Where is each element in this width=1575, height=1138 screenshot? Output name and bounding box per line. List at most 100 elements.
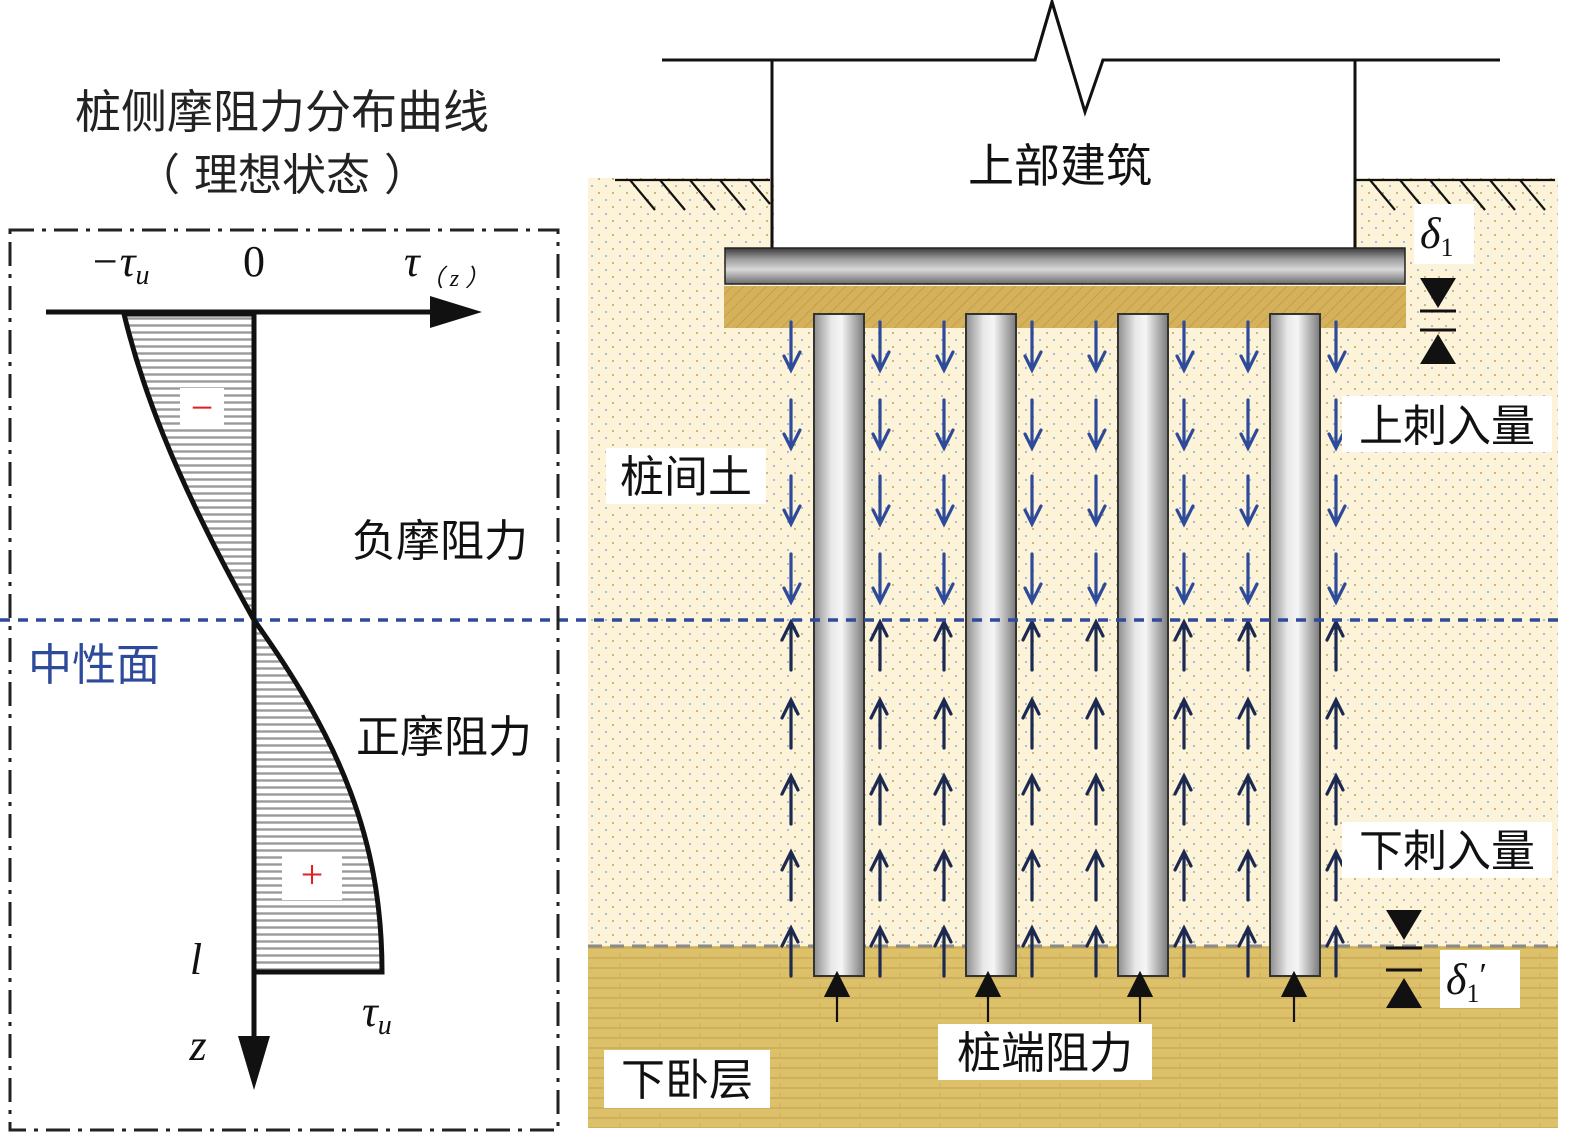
down-friction-arrow-2-6 (1239, 474, 1259, 528)
up-friction-arrow-1-1 (869, 696, 889, 750)
depth-l-label: l (190, 935, 202, 984)
up-friction-arrow-3-1 (869, 848, 889, 902)
ground-hatch-left (615, 178, 771, 211)
positive-friction-area (251, 612, 385, 975)
up-friction-arrow-1-7 (1325, 696, 1345, 750)
axis-zero-label: 0 (243, 237, 265, 286)
up-friction-arrow-4-2 (933, 924, 953, 978)
left-title-line1: 桩侧摩阻力分布曲线 (75, 85, 489, 139)
down-friction-arrow-3-7 (1327, 552, 1347, 606)
up-friction-arrow-4-1 (869, 924, 889, 978)
down-friction-arrow-0-0 (782, 320, 802, 374)
z-axis-arrowhead (238, 1036, 270, 1090)
up-friction-arrow-4-0 (780, 924, 800, 978)
pile-4 (1269, 313, 1321, 977)
negative-friction-area (120, 311, 257, 630)
left-title-line2: （ 理想状态 ） (136, 150, 428, 201)
up-friction-arrow-3-0 (780, 848, 800, 902)
down-friction-arrow-3-2 (935, 552, 955, 606)
building-label: 上部建筑 (968, 139, 1152, 193)
down-friction-arrow-1-1 (871, 398, 891, 452)
delta1-indicator (1420, 278, 1456, 364)
friction-arrows (780, 320, 1347, 978)
down-friction-arrow-2-3 (1023, 474, 1043, 528)
up-friction-arrow-1-5 (1173, 696, 1193, 750)
up-friction-arrow-3-5 (1173, 848, 1193, 902)
down-friction-arrow-0-6 (1239, 320, 1259, 374)
down-friction-arrow-0-1 (871, 320, 891, 374)
up-friction-arrow-0-1 (869, 618, 889, 672)
tau-u-label: τu (362, 987, 392, 1041)
up-friction-arrow-1-6 (1237, 696, 1257, 750)
up-friction-arrow-0-6 (1237, 618, 1257, 672)
axis-neg-tau-label: −τu (90, 237, 149, 291)
up-friction-arrow-3-4 (1085, 848, 1105, 902)
down-friction-arrow-3-5 (1175, 552, 1195, 606)
down-friction-arrow-1-6 (1239, 398, 1259, 452)
positive-friction-label: 正摩阻力 (356, 712, 532, 763)
pile-1 (813, 313, 865, 977)
up-friction-arrow-3-6 (1237, 848, 1257, 902)
up-friction-arrow-1-3 (1021, 696, 1041, 750)
down-friction-arrow-2-1 (871, 474, 891, 528)
up-friction-arrow-1-4 (1085, 696, 1105, 750)
up-friction-arrow-2-0 (780, 772, 800, 826)
up-friction-arrow-0-0 (780, 618, 800, 672)
pile-3 (1117, 313, 1169, 977)
up-friction-arrow-0-2 (933, 618, 953, 672)
down-friction-arrow-1-3 (1023, 398, 1043, 452)
down-friction-arrow-0-2 (935, 320, 955, 374)
upper-penetration-label: 上刺入量 (1359, 401, 1535, 452)
down-friction-arrow-3-3 (1023, 552, 1043, 606)
axis-tau-z-label: τ（ z ） (404, 237, 489, 292)
up-friction-arrow-2-3 (1021, 772, 1041, 826)
up-friction-arrow-4-4 (1085, 924, 1105, 978)
down-friction-arrow-3-6 (1239, 552, 1259, 606)
down-friction-arrow-3-1 (871, 552, 891, 606)
negative-friction-label: 负摩阻力 (352, 516, 528, 567)
down-friction-arrow-2-2 (935, 474, 955, 528)
up-friction-arrow-0-7 (1325, 618, 1345, 672)
neutral-plane-label: 中性面 (28, 640, 160, 691)
down-friction-arrow-2-4 (1087, 474, 1107, 528)
down-friction-arrow-0-5 (1175, 320, 1195, 374)
down-friction-arrow-3-0 (782, 552, 802, 606)
delta1-prime-indicator (1386, 910, 1422, 1008)
tau-axis-arrowhead (430, 296, 482, 328)
down-friction-arrow-2-7 (1327, 474, 1347, 528)
piles (813, 313, 1321, 977)
up-friction-arrow-0-3 (1021, 618, 1041, 672)
down-friction-arrow-2-0 (782, 474, 802, 528)
up-friction-arrow-2-2 (933, 772, 953, 826)
lower-penetration-label: 下刺入量 (1359, 826, 1535, 877)
delta1-label: δ1 (1420, 209, 1453, 262)
raft-slab (724, 247, 1406, 285)
soil-between-label: 桩间土 (620, 452, 752, 503)
pile-2 (965, 313, 1017, 977)
left-panel: 桩侧摩阻力分布曲线 （ 理想状态 ） −τu 0 τ（ z ） − + 负摩阻力… (8, 85, 560, 1132)
down-friction-arrow-1-5 (1175, 398, 1195, 452)
tip-resistance-arrows (823, 970, 1308, 1022)
up-friction-arrow-2-6 (1237, 772, 1257, 826)
up-friction-arrow-3-7 (1325, 848, 1345, 902)
positive-sign: + (301, 852, 324, 897)
up-friction-arrow-1-0 (780, 696, 800, 750)
up-friction-arrow-0-4 (1085, 618, 1105, 672)
up-friction-arrow-0-5 (1173, 618, 1193, 672)
up-friction-arrow-2-7 (1325, 772, 1345, 826)
down-friction-arrow-3-4 (1087, 552, 1107, 606)
down-friction-arrow-0-7 (1327, 320, 1347, 374)
up-friction-arrow-2-5 (1173, 772, 1193, 826)
up-friction-arrow-2-4 (1085, 772, 1105, 826)
negative-sign: − (191, 385, 214, 430)
down-friction-arrow-0-4 (1087, 320, 1107, 374)
up-friction-arrow-2-1 (869, 772, 889, 826)
down-friction-arrow-1-0 (782, 398, 802, 452)
down-friction-arrow-1-2 (935, 398, 955, 452)
depth-z-label: z (188, 1021, 206, 1070)
tip-resistance-label: 桩端阻力 (957, 1028, 1133, 1079)
up-friction-arrow-4-3 (1021, 924, 1041, 978)
down-friction-arrow-2-5 (1175, 474, 1195, 528)
